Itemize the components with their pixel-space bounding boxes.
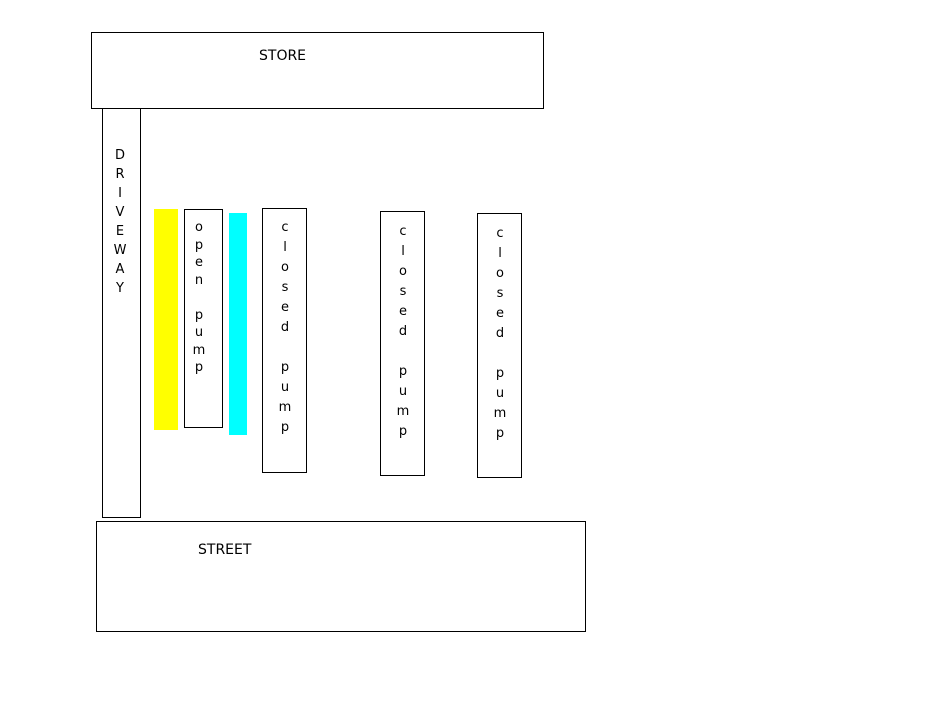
closed-pump-label-3: c l o s e d p u m p xyxy=(493,226,507,441)
closed-pump-label-2: c l o s e d p u m p xyxy=(396,224,410,439)
closed-pump-label-1: c l o s e d p u m p xyxy=(278,220,292,435)
open-pump-box xyxy=(184,209,223,428)
closed-pump-box-1 xyxy=(262,208,307,473)
street-label: STREET xyxy=(198,542,252,558)
closed-pump-box-3 xyxy=(477,213,522,478)
street-box xyxy=(96,521,586,632)
store-label: STORE xyxy=(259,48,307,64)
driveway-box xyxy=(102,108,141,518)
yellow-bar xyxy=(154,209,178,430)
open-pump-label: o p e n p u m p xyxy=(192,220,206,375)
closed-pump-box-2 xyxy=(380,211,425,476)
driveway-label: D R I V E W A Y xyxy=(113,148,127,296)
store-box xyxy=(91,32,544,109)
cyan-bar xyxy=(229,213,247,435)
